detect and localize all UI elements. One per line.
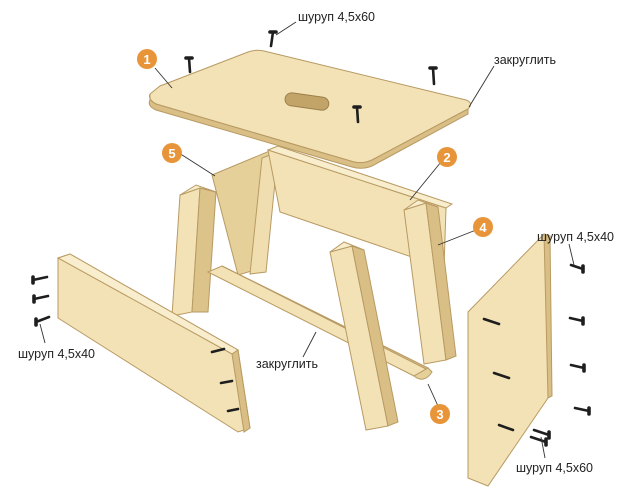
screw-icon	[569, 263, 585, 274]
handle-slot	[284, 92, 330, 111]
label-screw-top: шуруп 4,5x60	[298, 10, 375, 24]
badge-number: 2	[443, 150, 450, 165]
badge-number: 4	[479, 220, 487, 235]
part-badge-1: 1	[137, 49, 157, 69]
screws	[31, 30, 591, 447]
label-screw-bottom: шуруп 4,5x60	[516, 461, 593, 475]
screw-icon	[428, 66, 438, 86]
screw-icon	[184, 56, 194, 74]
screw-icon	[497, 423, 515, 432]
front-leg-loose	[329, 241, 399, 431]
screw-icon	[352, 105, 362, 124]
screw-icon	[529, 435, 548, 447]
part-badge-5: 5	[162, 143, 182, 163]
badge-number: 3	[436, 407, 443, 422]
screw-icon	[32, 294, 50, 304]
part-badge-3: 3	[430, 404, 450, 424]
screw-icon	[219, 379, 234, 385]
side-board-left	[56, 253, 251, 433]
label-screw-left: шуруп 4,5x40	[18, 347, 95, 361]
badge-number: 5	[168, 146, 175, 161]
badge-number: 1	[143, 52, 150, 67]
label-round-bottom: закруглить	[256, 357, 318, 371]
screw-icon	[34, 315, 51, 327]
screw-icon	[568, 316, 585, 326]
screw-icon	[31, 275, 49, 285]
front-leg-part-4	[403, 199, 457, 365]
screw-icon	[569, 363, 586, 373]
seat-part-1	[148, 49, 472, 169]
leader-lines	[39, 21, 575, 459]
screw-icon	[226, 407, 240, 413]
stretcher-part-3	[206, 265, 433, 380]
part-badge-2: 2	[437, 147, 457, 167]
screw-icon	[573, 406, 591, 416]
screw-icon	[532, 428, 551, 440]
label-screw-right: шуруп 4,5x40	[537, 230, 614, 244]
screw-icon	[268, 30, 278, 48]
screw-icon	[482, 317, 501, 326]
screw-icon	[210, 347, 226, 354]
back-panel-part-5	[171, 149, 279, 317]
side-board-right	[467, 233, 553, 487]
screw-icon	[492, 371, 511, 380]
label-round-top: закруглить	[494, 53, 556, 67]
part-badge-4: 4	[473, 217, 493, 237]
